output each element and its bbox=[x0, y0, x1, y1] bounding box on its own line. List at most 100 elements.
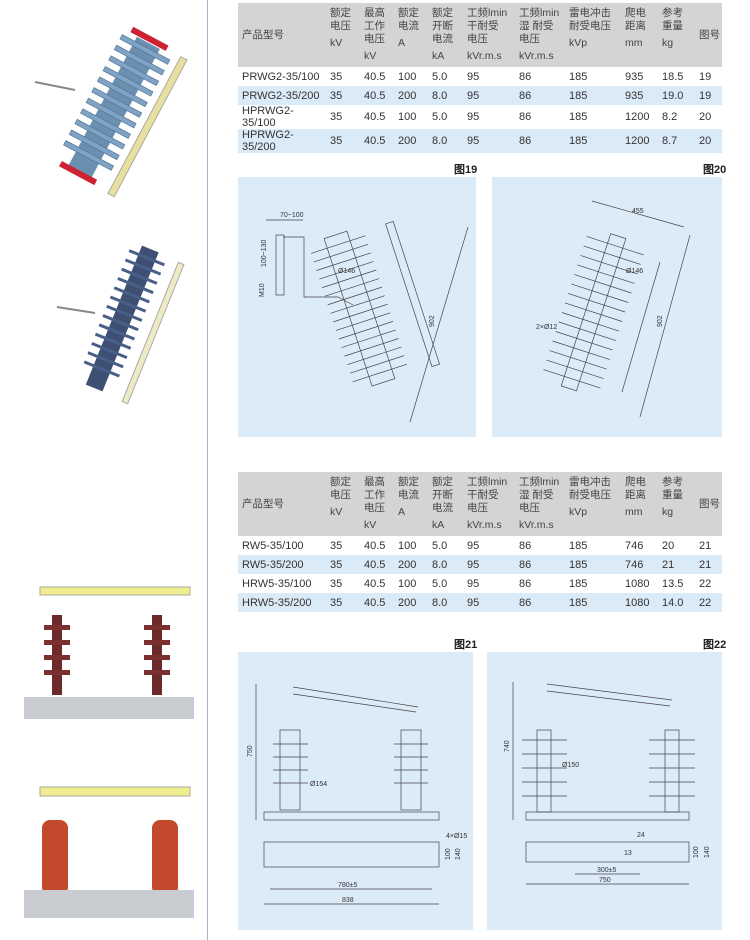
table-cell: 40.5 bbox=[360, 129, 394, 153]
table-cell: 95 bbox=[467, 577, 480, 590]
column-unit: mm bbox=[625, 37, 643, 49]
column-header-label: 参考 重量 bbox=[662, 476, 683, 501]
product-photo-hrw5 bbox=[24, 786, 194, 918]
table-cell: 746 bbox=[621, 555, 658, 574]
table-cell: 22 bbox=[695, 593, 722, 612]
table-cell: 1200 bbox=[621, 129, 658, 153]
table-cell: 86 bbox=[519, 577, 532, 590]
svg-text:100: 100 bbox=[445, 848, 452, 860]
table-cell: 21 bbox=[699, 539, 712, 552]
table-cell: 22 bbox=[699, 577, 712, 590]
table-cell: HPRWG2-35/200 bbox=[238, 129, 326, 153]
drawing-fig21: 750 Ø154 4×Ø15 100 140 780±5 838 bbox=[238, 652, 473, 930]
table-cell: 18.5 bbox=[662, 70, 684, 83]
svg-text:Ø154: Ø154 bbox=[310, 781, 327, 788]
table-cell: 95 bbox=[467, 539, 480, 552]
svg-text:70~100: 70~100 bbox=[280, 212, 304, 219]
column-header-label: 工频lmin 湿 耐受 电压 bbox=[519, 476, 560, 514]
svg-text:Ø150: Ø150 bbox=[562, 762, 579, 769]
table-cell: 185 bbox=[565, 593, 621, 612]
table-cell: 935 bbox=[625, 70, 644, 83]
svg-text:13: 13 bbox=[624, 850, 632, 857]
figure-label-22: 图22 bbox=[703, 639, 727, 651]
table-cell: 40.5 bbox=[364, 539, 386, 552]
column-header-label: 额定 电压 bbox=[330, 476, 351, 501]
table-cell: 185 bbox=[569, 577, 588, 590]
product-photo-prwg2 bbox=[34, 26, 188, 198]
table-cell: 185 bbox=[569, 539, 588, 552]
table-cell: 19.0 bbox=[658, 86, 695, 105]
column-header: 产品型号 bbox=[238, 3, 326, 67]
table-cell: 200 bbox=[394, 86, 428, 105]
table-cell: 95 bbox=[463, 593, 515, 612]
column-header-label: 工频lmin 湿 耐受 电压 bbox=[519, 7, 560, 45]
table-cell: 100 bbox=[398, 539, 417, 552]
table-cell: 185 bbox=[565, 129, 621, 153]
table-cell: 100 bbox=[398, 70, 417, 83]
column-header-label: 雷电冲击 耐受电压 bbox=[569, 476, 611, 501]
table-cell: 95 bbox=[463, 86, 515, 105]
product-photo-hprwg2 bbox=[56, 245, 185, 405]
table-cell: 35 bbox=[326, 593, 360, 612]
table-cell: HPRWG2-35/100 bbox=[242, 105, 294, 129]
table-cell: 13.5 bbox=[662, 577, 684, 590]
table-cell: 14.0 bbox=[658, 593, 695, 612]
table-cell: 40.5 bbox=[364, 70, 386, 83]
svg-text:4×Ø15: 4×Ø15 bbox=[446, 833, 467, 840]
column-unit: kVp bbox=[569, 506, 588, 518]
column-header-label: 额定 电流 bbox=[398, 476, 419, 501]
table-cell: 20 bbox=[695, 129, 722, 153]
table-cell: 185 bbox=[565, 86, 621, 105]
table-cell: 35 bbox=[326, 86, 360, 105]
table-cell: 40.5 bbox=[360, 593, 394, 612]
column-unit: mm bbox=[625, 506, 643, 518]
column-unit: kV bbox=[330, 506, 343, 518]
figure-label-21: 图21 bbox=[454, 639, 478, 651]
table-cell: 200 bbox=[394, 129, 428, 153]
table-cell: 5.0 bbox=[432, 577, 448, 590]
figure-label-19: 图19 bbox=[454, 164, 478, 176]
column-unit: kV bbox=[364, 50, 377, 62]
table-cell: 95 bbox=[467, 70, 480, 83]
column-header: 爬电 距离 mm bbox=[621, 472, 658, 536]
table-cell: 95 bbox=[467, 111, 480, 123]
page-divider bbox=[207, 0, 208, 940]
table-cell: 40.5 bbox=[360, 555, 394, 574]
table-cell: RW5-35/100 bbox=[242, 539, 304, 552]
table-cell: 100 bbox=[398, 577, 417, 590]
column-header: 产品型号 bbox=[238, 472, 326, 536]
table-cell: 86 bbox=[519, 539, 532, 552]
svg-text:750: 750 bbox=[247, 745, 254, 757]
table-cell: 35 bbox=[330, 70, 343, 83]
column-unit: kA bbox=[432, 50, 445, 62]
table-cell: 86 bbox=[515, 86, 565, 105]
svg-text:Ø146: Ø146 bbox=[626, 268, 643, 275]
table-cell: 35 bbox=[326, 129, 360, 153]
table-cell: 35 bbox=[330, 539, 343, 552]
table-cell: 20 bbox=[662, 539, 675, 552]
column-header-label: 产品型号 bbox=[242, 28, 284, 41]
table-cell: 40.5 bbox=[364, 577, 386, 590]
column-header-label: 爬电 距离 bbox=[625, 476, 646, 501]
column-header: 雷电冲击 耐受电压 kVp bbox=[565, 472, 621, 536]
column-header: 额定 电压 kV bbox=[326, 472, 360, 536]
table-cell: HRW5-35/100 bbox=[242, 577, 312, 590]
column-unit: kVp bbox=[569, 37, 588, 49]
svg-text:Ø146: Ø146 bbox=[338, 268, 355, 275]
table-cell: 1200 bbox=[625, 111, 650, 123]
